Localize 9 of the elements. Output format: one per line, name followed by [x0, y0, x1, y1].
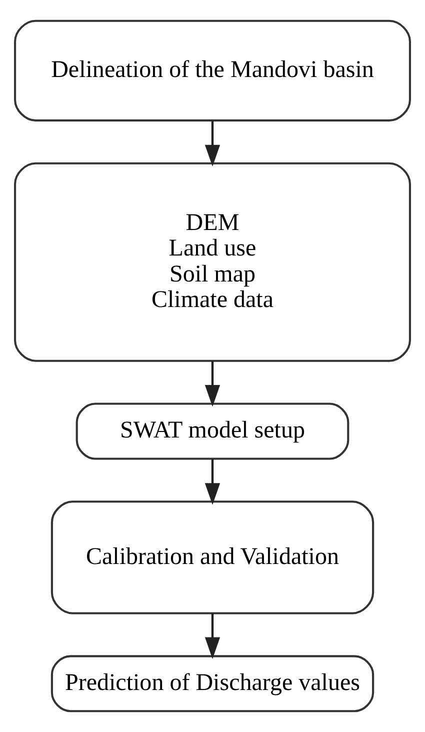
node-box: Delineation of the Mandovi basin	[14, 20, 411, 122]
node-box: Calibration and Validation	[50, 500, 374, 614]
arrow	[204, 120, 220, 167]
arrow	[204, 361, 220, 407]
node-box: SWAT model setup	[76, 402, 350, 460]
arrow	[204, 459, 220, 505]
node-box: Prediction of Discharge values	[50, 655, 374, 712]
node-box: DEM Land use Soil map Climate data	[14, 162, 411, 362]
arrow	[204, 613, 220, 659]
